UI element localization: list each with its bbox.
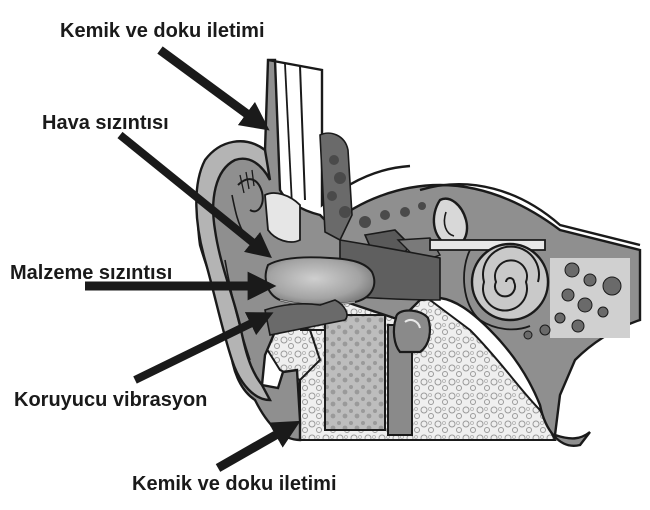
arrow-bone-conduction-top bbox=[157, 46, 270, 131]
jaw-structures bbox=[300, 309, 431, 436]
label-material-leak: Malzeme sızıntısı bbox=[10, 262, 173, 284]
label-air-leak: Hava sızıntısı bbox=[42, 112, 169, 134]
middle-ear-tissue bbox=[264, 132, 442, 301]
label-bone-conduction-bottom: Kemik ve doku iletimi bbox=[132, 473, 337, 495]
arrow-protective-vibration bbox=[133, 312, 274, 384]
earplug bbox=[264, 256, 376, 306]
label-bone-conduction-top: Kemik ve doku iletimi bbox=[60, 20, 265, 42]
arrows bbox=[85, 46, 301, 472]
label-protective-vibration: Koruyucu vibrasyon bbox=[14, 389, 208, 411]
cochlea bbox=[463, 242, 550, 331]
canal-floor bbox=[264, 299, 348, 336]
mastoid-cells bbox=[523, 258, 630, 340]
arrow-air-leak bbox=[117, 131, 272, 259]
auricle bbox=[195, 140, 273, 402]
arrow-bone-conduction-bottom bbox=[215, 420, 301, 472]
